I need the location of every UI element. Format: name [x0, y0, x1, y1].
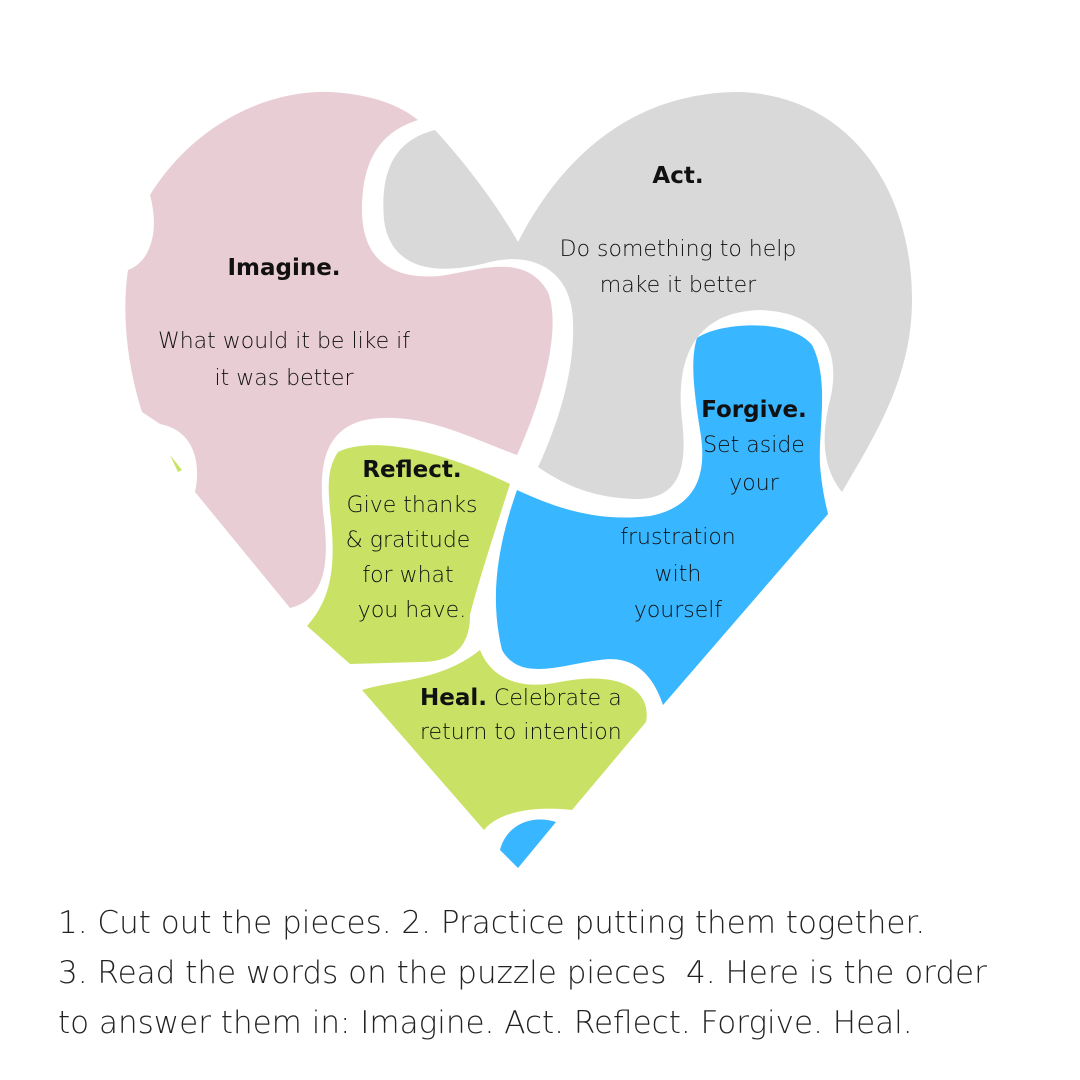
piece-heal [362, 650, 647, 830]
imagine-line-2: it was better [214, 366, 354, 391]
instruction-line-2: 3. Read the words on the puzzle pieces 4… [58, 955, 987, 991]
instruction-line-1: 1. Cut out the pieces. 2. Practice putti… [58, 905, 926, 941]
heal-title: Heal. [420, 685, 487, 711]
piece-forgive-tip [500, 819, 556, 868]
heal-line-1: Heal. Celebrate a [420, 680, 622, 717]
heal-line-2: return to intention [420, 720, 622, 745]
imagine-title: Imagine. [227, 255, 341, 281]
piece-fragment [170, 455, 182, 472]
piece-reflect [307, 445, 510, 664]
reflect-line-1: Give thanks [346, 493, 478, 518]
reflect-line-3: for what [362, 563, 454, 588]
piece-forgive [495, 325, 828, 705]
forgive-line-4: with [654, 562, 702, 587]
piece-imagine [125, 91, 553, 608]
forgive-line-3: frustration [620, 525, 736, 550]
forgive-line-2: your [729, 471, 779, 496]
forgive-line-5: yourself [633, 598, 723, 623]
act-title: Act. [652, 163, 704, 189]
act-line-1: Do something to help [559, 237, 797, 262]
instructions: 1. Cut out the pieces. 2. Practice putti… [58, 898, 987, 1048]
reflect-line-4: you have. [357, 598, 467, 623]
heal-text-1: Celebrate a [494, 686, 622, 711]
reflect-line-2: & gratitude [345, 528, 471, 553]
instruction-line-3: to answer them in: Imagine. Act. Reflect… [58, 1005, 913, 1041]
forgive-line-1: Set aside [703, 433, 805, 458]
piece-act [383, 92, 912, 499]
forgive-title: Forgive. [701, 397, 807, 423]
act-line-2: make it better [599, 273, 757, 298]
reflect-title: Reflect. [362, 457, 462, 483]
imagine-line-1: What would it be like if [157, 329, 411, 354]
